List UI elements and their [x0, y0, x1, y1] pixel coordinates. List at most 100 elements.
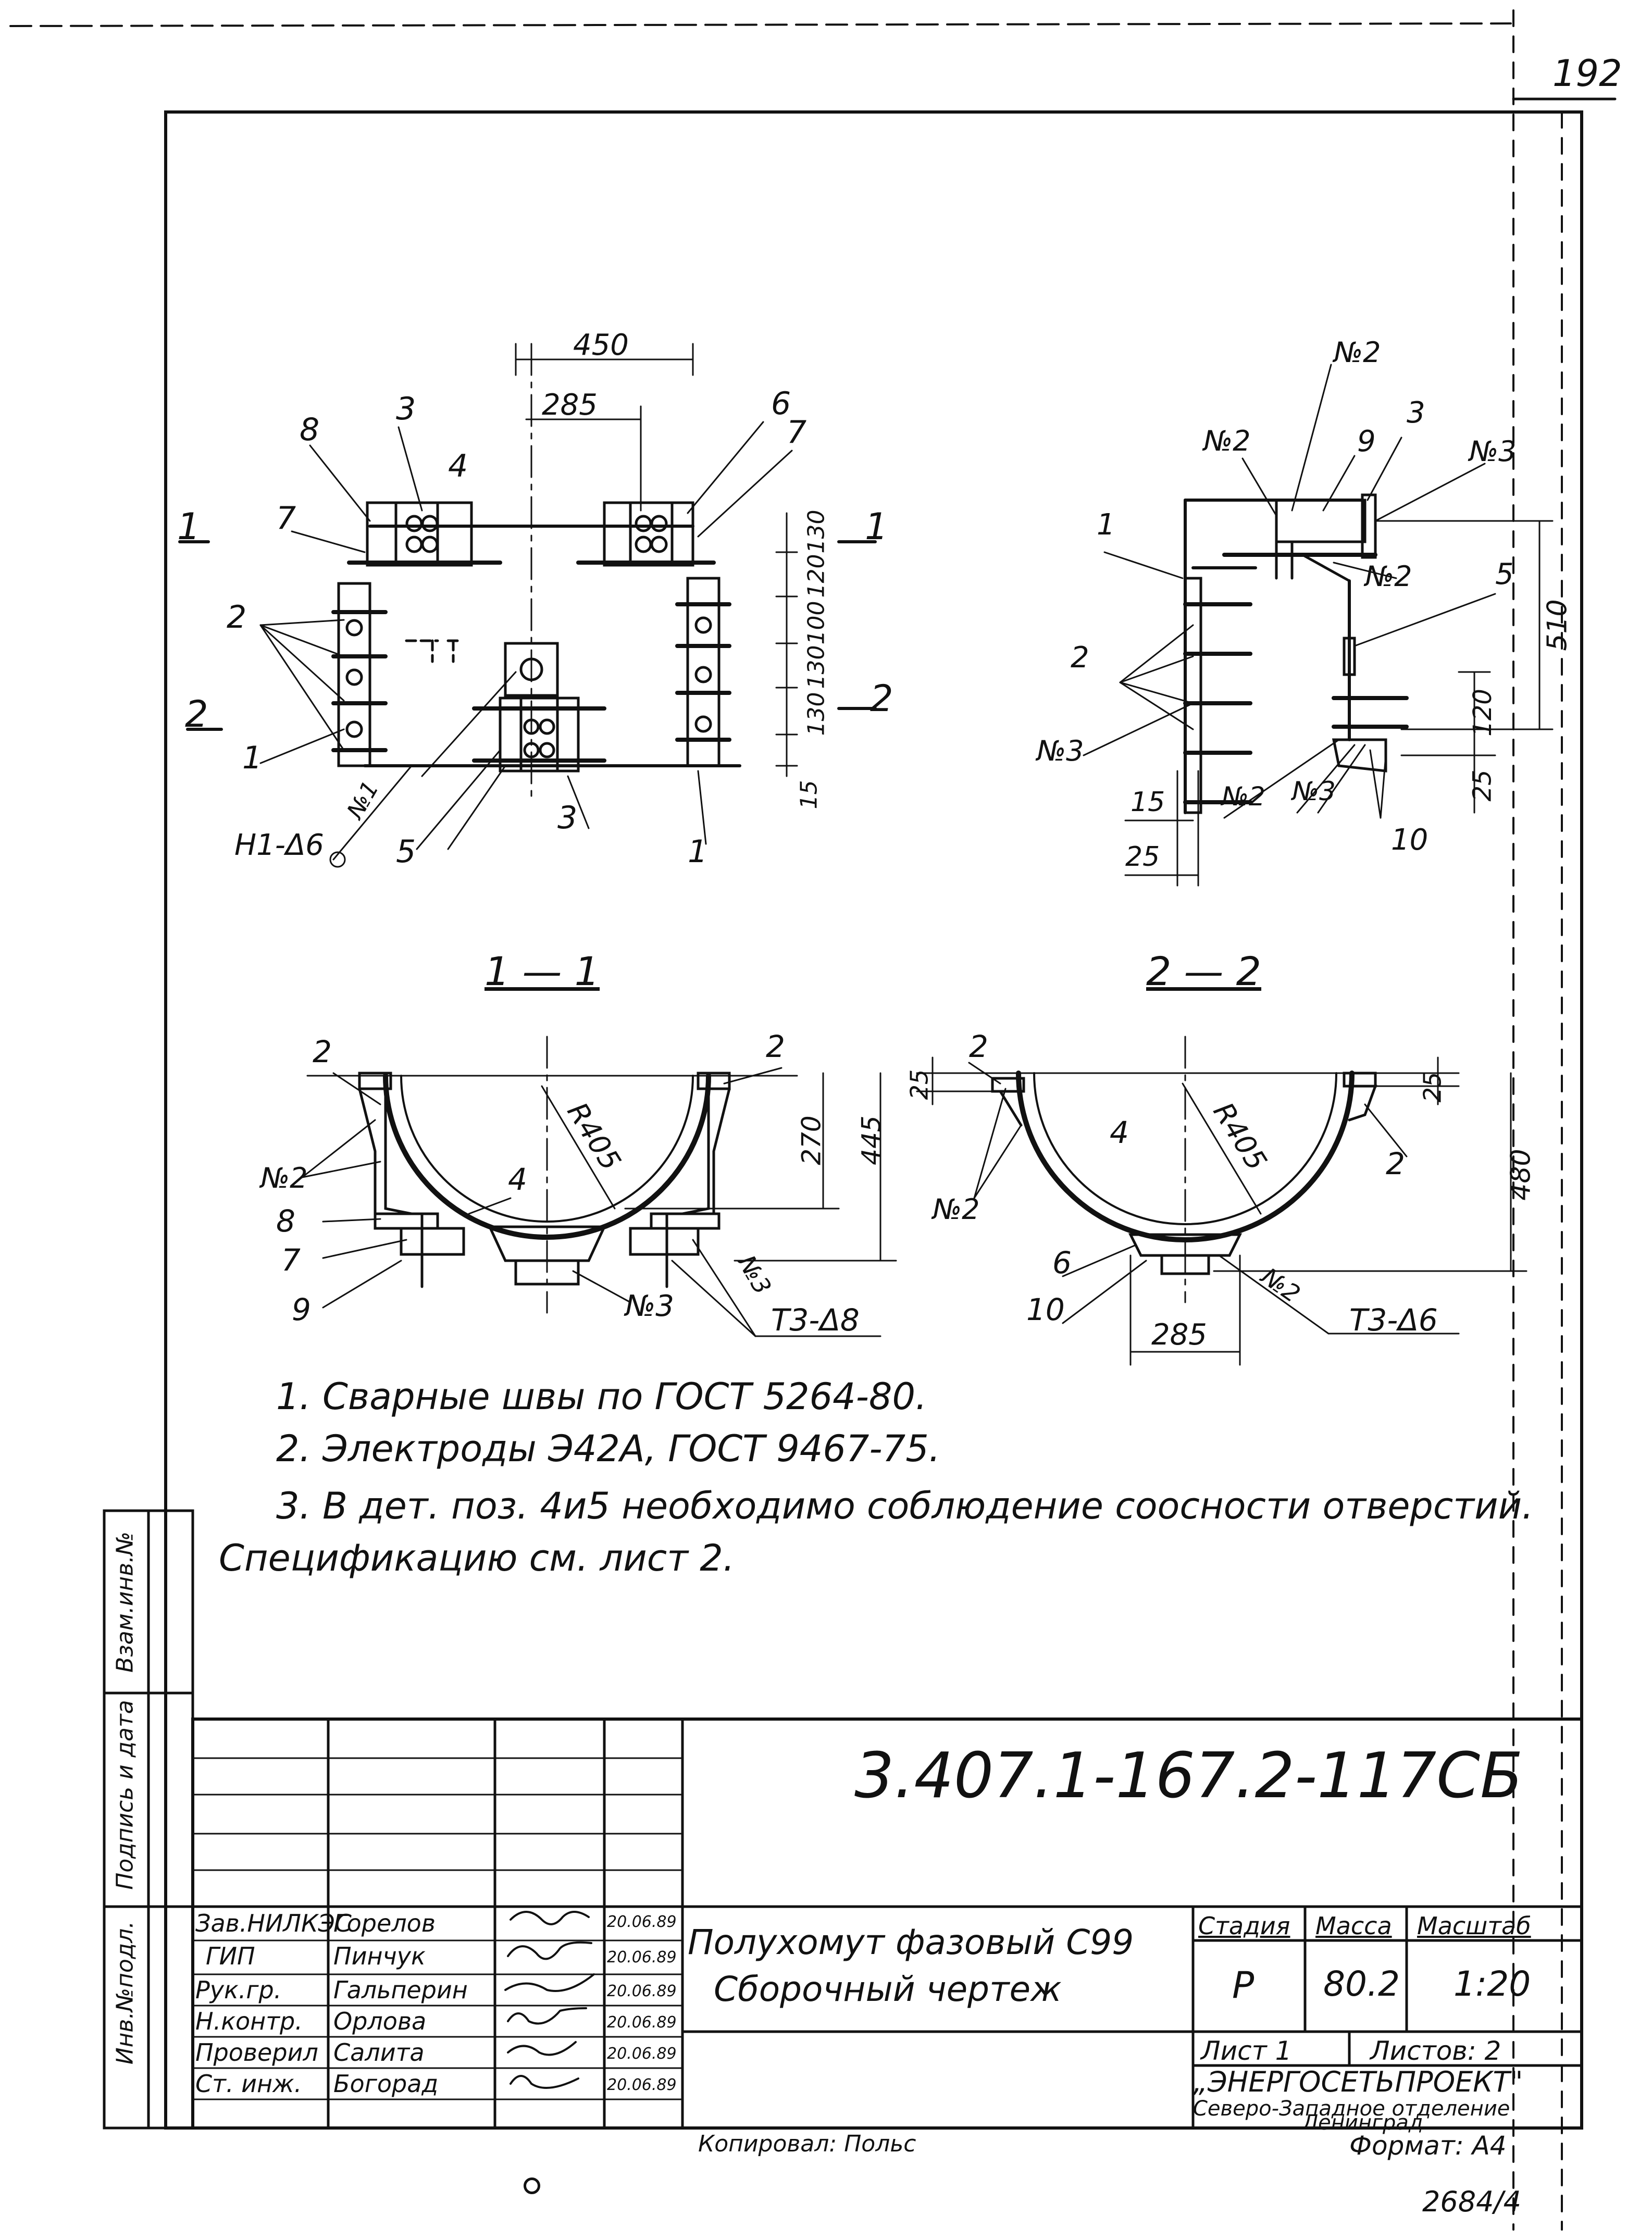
org-branch: Северо-Западное отделение — [1193, 2097, 1510, 2121]
side-label-n2-b: №2 — [1334, 336, 1381, 369]
scale-value: 1:20 — [1454, 1964, 1531, 2004]
s11-dim-270: 270 — [796, 1115, 827, 1165]
s22-label-n2-left: №2 — [933, 1193, 980, 1226]
side-label-n3-c: №3 — [1292, 776, 1336, 806]
section-1-1 — [301, 1036, 897, 1337]
label-1-bottom: 1 — [688, 833, 708, 870]
signer-date: 20.06.89 — [607, 2013, 677, 2032]
side-label-5: 5 — [1495, 557, 1514, 591]
label-7-left: 7 — [276, 500, 296, 537]
sheet-number: 192 — [1552, 52, 1622, 95]
note-2: 2. Электроды Э42А, ГОСТ 9467-75. — [276, 1427, 941, 1470]
side-label-3: 3 — [1407, 396, 1425, 430]
note-4: Спецификацию см. лист 2. — [219, 1537, 735, 1579]
drawing-name-line1: Полухомут фазовый С99 — [688, 1922, 1134, 1962]
side-label-9: 9 — [1357, 425, 1376, 458]
dim-130-b: 130 — [803, 645, 830, 689]
margin-signature-date: Подпись и дата — [111, 1700, 139, 1890]
signatures — [504, 1911, 595, 2089]
section-mark-1-left: 1 — [177, 505, 201, 548]
signer-name: Салита — [333, 2038, 425, 2067]
s11-label-2-right: 2 — [766, 1029, 785, 1064]
side-label-n2-a: №2 — [1203, 425, 1251, 457]
signer-date: 20.06.89 — [607, 1913, 677, 1931]
s11-weld-t3-d8: Т3-Δ8 — [771, 1302, 860, 1338]
section-2-2 — [916, 1036, 1527, 1366]
label-5: 5 — [396, 833, 416, 870]
s22-weld-t3-d6: Т3-Δ6 — [1349, 1302, 1438, 1338]
mass-header: Масса — [1315, 1912, 1392, 1940]
title-block-grid — [191, 1718, 1583, 2130]
label-4: 4 — [448, 448, 468, 484]
side-dim-25-right: 25 — [1468, 769, 1497, 802]
signer-role: Проверил — [195, 2038, 318, 2067]
s22-dim-480: 480 — [1505, 1149, 1537, 1201]
signer-name: Орлова — [333, 2007, 427, 2035]
label-8: 8 — [300, 412, 320, 448]
designation: 3.407.1-167.2-117СБ — [854, 1740, 1523, 1812]
s22-label-2-right: 2 — [1386, 1146, 1405, 1181]
stamp-number: 2684/4 — [1422, 2185, 1521, 2218]
signer-name: Горелов — [333, 1909, 436, 1937]
s11-label-2-left: 2 — [313, 1034, 332, 1069]
s11-label-n2: №2 — [260, 1162, 308, 1194]
signer-role: Рук.гр. — [195, 1976, 282, 2004]
side-label-10: 10 — [1391, 823, 1429, 857]
s22-label-2-left: 2 — [969, 1029, 988, 1064]
side-dim-25-bottom: 25 — [1125, 841, 1160, 873]
s22-label-6: 6 — [1052, 1245, 1072, 1280]
signer-name: Пинчук — [333, 1942, 426, 1970]
margin-vzam-inv: Взам.инв.№ — [111, 1532, 139, 1673]
format-label: Формат: А4 — [1349, 2131, 1507, 2161]
note-3: 3. В дет. поз. 4и5 необходимо соблюдение… — [276, 1485, 1534, 1527]
side-dim-15: 15 — [1131, 787, 1165, 818]
side-label-n2-d: №2 — [1222, 781, 1265, 812]
dim-130-a: 130 — [803, 509, 830, 554]
label-2: 2 — [227, 599, 247, 636]
s11-label-8: 8 — [276, 1203, 295, 1239]
org-city: Ленинград — [1302, 2111, 1423, 2135]
punch-dot — [524, 2177, 540, 2194]
s22-label-10: 10 — [1026, 1292, 1065, 1327]
side-view — [1083, 364, 1554, 887]
copied-by: Копировал: Польс — [698, 2131, 916, 2157]
label-1-left: 1 — [242, 740, 263, 776]
dim-285: 285 — [542, 388, 598, 422]
s11-dim-445: 445 — [856, 1115, 887, 1165]
s22-dim-25-left: 25 — [905, 1069, 934, 1100]
drawing-name-line2: Сборочный чертеж — [714, 1969, 1062, 2009]
mass-value: 80.2 — [1323, 1964, 1400, 2004]
section-2-2-title: 2 — 2 — [1146, 948, 1262, 994]
signer-name: Богорад — [333, 2070, 439, 2098]
section-mark-2-right: 2 — [870, 677, 893, 720]
s22-dim-25-right: 25 — [1418, 1072, 1447, 1103]
side-dim-120: 120 — [1468, 689, 1497, 737]
signer-date: 20.06.89 — [607, 2045, 677, 2063]
dim-450: 450 — [573, 328, 629, 362]
weld-note-n1: Н1-Δ6 — [234, 828, 324, 862]
signer-date: 20.06.89 — [607, 1948, 677, 1967]
scale-header: Масштаб — [1417, 1912, 1531, 1940]
sheets-label: Листов: 2 — [1370, 2036, 1501, 2066]
s11-label-9: 9 — [292, 1292, 311, 1327]
org-name: „ЭНЕРГОСЕТЬПРОЕКТ" — [1193, 2065, 1523, 2098]
dim-100: 100 — [803, 601, 830, 645]
note-1: 1. Сварные швы по ГОСТ 5264-80. — [276, 1375, 927, 1418]
section-mark-1-right: 1 — [865, 505, 888, 548]
s22-label-4: 4 — [1110, 1115, 1129, 1150]
signer-role: Н.контр. — [195, 2007, 303, 2035]
section-mark-2-left: 2 — [185, 693, 208, 736]
label-7-right: 7 — [787, 414, 807, 451]
signer-role: Зав.НИЛКЭС — [195, 1909, 352, 1937]
dim-120: 120 — [803, 554, 830, 598]
section-1-1-title: 1 — 1 — [485, 948, 600, 994]
label-3-top: 3 — [396, 391, 416, 427]
label-3-bottom: 3 — [557, 800, 578, 836]
sheet-label: Лист 1 — [1201, 2036, 1292, 2066]
side-label-2: 2 — [1071, 641, 1089, 675]
margin-inv-podl: Инв.№подл. — [111, 1921, 139, 2065]
signer-date: 20.06.89 — [607, 2076, 677, 2094]
plan-view — [178, 343, 877, 868]
signer-role: Ст. инж. — [195, 2070, 302, 2098]
